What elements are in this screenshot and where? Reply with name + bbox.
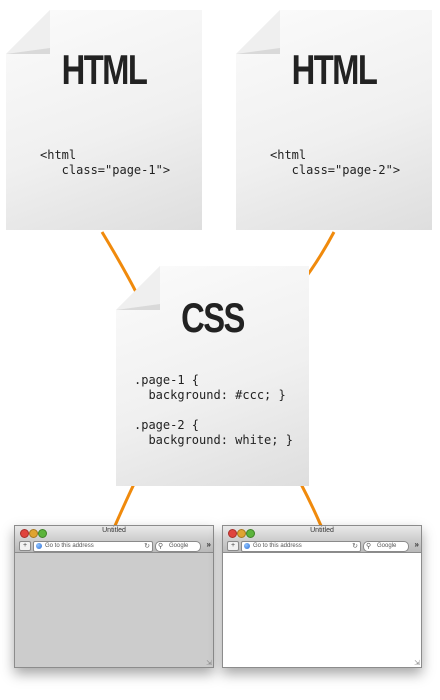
search-icon: ⚲ xyxy=(158,543,164,550)
browser-window-page-1: Untitled + Go to this address ↻ ⚲ Google… xyxy=(14,525,214,668)
document-code: <html class="page-2"> xyxy=(270,148,401,177)
add-bookmark-button[interactable]: + xyxy=(19,541,31,551)
search-field[interactable]: ⚲ Google xyxy=(155,541,201,552)
search-placeholder: Google xyxy=(377,543,397,549)
resize-grip-icon[interactable]: ⇲ xyxy=(414,660,420,667)
browser-toolbar: + Go to this address ↻ ⚲ Google » xyxy=(15,539,213,553)
reload-icon[interactable]: ↻ xyxy=(352,543,358,550)
address-placeholder: Go to this address xyxy=(45,543,94,549)
search-icon: ⚲ xyxy=(366,543,372,550)
document-title: HTML xyxy=(291,46,378,93)
toolbar-overflow-icon[interactable]: » xyxy=(206,540,211,549)
css-document: CSS .page-1 { background: #ccc; } .page-… xyxy=(116,266,309,486)
reload-icon[interactable]: ↻ xyxy=(144,543,150,550)
toolbar-overflow-icon[interactable]: » xyxy=(414,540,419,549)
minimize-icon[interactable] xyxy=(29,529,38,538)
globe-icon xyxy=(36,543,42,549)
address-bar[interactable]: Go to this address ↻ xyxy=(241,541,361,552)
window-titlebar: Untitled xyxy=(223,526,421,539)
add-bookmark-button[interactable]: + xyxy=(227,541,239,551)
html-document-page-1: HTML <html class="page-1"> xyxy=(6,10,202,230)
close-icon[interactable] xyxy=(228,529,237,538)
document-title: HTML xyxy=(61,46,148,93)
globe-icon xyxy=(244,543,250,549)
page-content xyxy=(15,553,213,667)
page-corner-icon xyxy=(116,266,160,310)
close-icon[interactable] xyxy=(20,529,29,538)
document-code: <html class="page-1"> xyxy=(40,148,171,177)
browser-toolbar: + Go to this address ↻ ⚲ Google » xyxy=(223,539,421,553)
connector-css-browser2 xyxy=(299,483,324,529)
address-placeholder: Go to this address xyxy=(253,543,302,549)
window-titlebar: Untitled xyxy=(15,526,213,539)
page-corner-icon xyxy=(6,10,50,54)
page-content xyxy=(223,553,421,667)
window-title: Untitled xyxy=(310,527,334,534)
search-field[interactable]: ⚲ Google xyxy=(363,541,409,552)
page-corner-icon xyxy=(236,10,280,54)
window-title: Untitled xyxy=(102,527,126,534)
browser-window-page-2: Untitled + Go to this address ↻ ⚲ Google… xyxy=(222,525,422,668)
zoom-icon[interactable] xyxy=(38,529,47,538)
document-code: .page-1 { background: #ccc; } .page-2 { … xyxy=(134,373,293,447)
connector-html1-css xyxy=(100,231,138,293)
resize-grip-icon[interactable]: ⇲ xyxy=(206,660,212,667)
html-document-page-2: HTML <html class="page-2"> xyxy=(236,10,432,230)
connector-css-browser1 xyxy=(112,483,136,529)
document-title: CSS xyxy=(181,294,245,341)
zoom-icon[interactable] xyxy=(246,529,255,538)
search-placeholder: Google xyxy=(169,543,189,549)
minimize-icon[interactable] xyxy=(237,529,246,538)
address-bar[interactable]: Go to this address ↻ xyxy=(33,541,153,552)
